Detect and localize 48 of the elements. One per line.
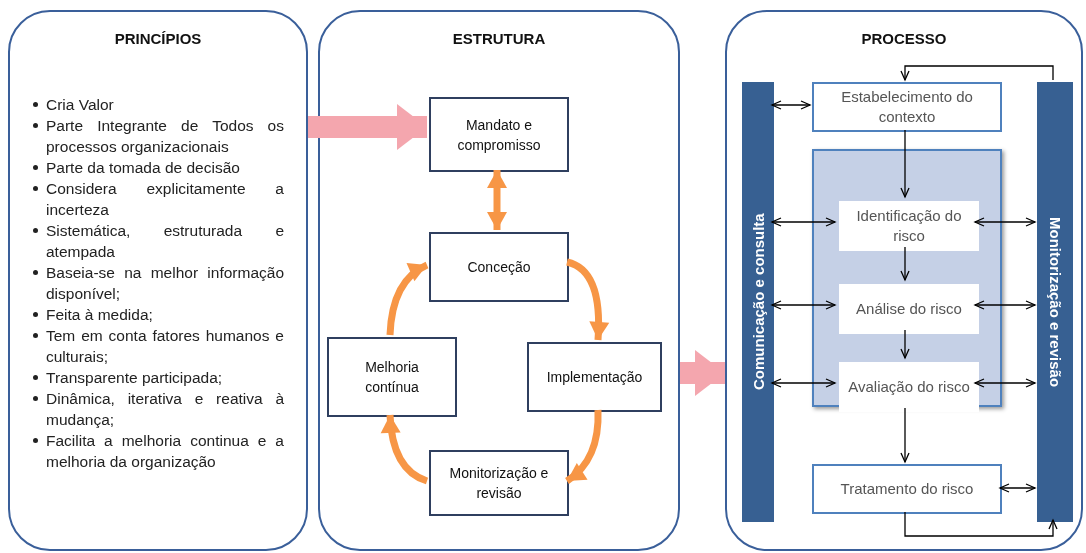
bullet-item: Feita à medida;	[46, 305, 154, 325]
curved-arrow	[381, 414, 429, 485]
process-box: Monitorização e revisão	[429, 450, 569, 516]
panel-heading: PRINCÍPIOS	[114, 30, 202, 47]
block-arrow	[680, 350, 725, 396]
process-box: Melhoria contínua	[327, 337, 457, 417]
process-box: Análise do risco	[839, 284, 979, 334]
bullet-item: Cria Valor	[46, 95, 115, 115]
rounded-panel	[725, 10, 1083, 551]
arrow	[771, 100, 811, 110]
arrow	[900, 129, 910, 198]
rounded-panel	[8, 10, 308, 551]
bullet-item: Sistemática, estruturada e atempada	[46, 221, 284, 262]
arrow	[974, 378, 1036, 388]
arrow	[771, 300, 836, 310]
arrow	[771, 217, 836, 227]
arrow	[974, 300, 1036, 310]
curved-arrow	[565, 409, 602, 484]
process-box: Identificação do risco	[839, 201, 979, 251]
panel-heading: PROCESSO	[861, 30, 947, 47]
rounded-panel	[318, 10, 680, 551]
bullet-item: Parte da tomada de decisão	[46, 158, 241, 178]
arrow	[974, 217, 1036, 227]
bullet-item: Tem em conta fatores humanos e culturais;	[46, 326, 284, 367]
arrow	[900, 407, 910, 463]
arrow	[900, 65, 1054, 81]
process-box: Tratamento do risco	[812, 464, 1002, 514]
panel-heading: ESTRUTURA	[452, 30, 546, 47]
arrow	[900, 329, 910, 359]
process-box: Implementação	[527, 342, 662, 412]
process-box: Estabelecimento do contexto	[812, 82, 1002, 132]
bullet-item: Baseia-se na melhor informação disponível;	[46, 263, 284, 304]
vertical-bar: Comunicação e consulta	[742, 82, 774, 522]
curved-arrow	[487, 170, 507, 230]
arrow	[900, 246, 910, 281]
bullet-item: Dinâmica, iterativa e reativa à mudança;	[46, 389, 284, 430]
arrow	[999, 483, 1036, 493]
bullet-item: Facilita a melhoria continua e a melhoria da organização	[46, 431, 284, 472]
bullet-item: Considera explicitamente a incerteza	[46, 179, 284, 220]
bullet-item: Parte Integrante de Todos os processos organizacionais	[46, 116, 284, 157]
process-box: Mandato e compromisso	[429, 97, 569, 172]
bullet-item: Transparente participada;	[46, 368, 224, 388]
arrow	[904, 511, 1058, 537]
vertical-bar: Monitorização e revisão	[1037, 82, 1073, 522]
curved-arrow	[386, 261, 429, 336]
arrow	[771, 378, 836, 388]
block-arrow	[308, 104, 427, 150]
process-box: Conceção	[429, 232, 569, 302]
